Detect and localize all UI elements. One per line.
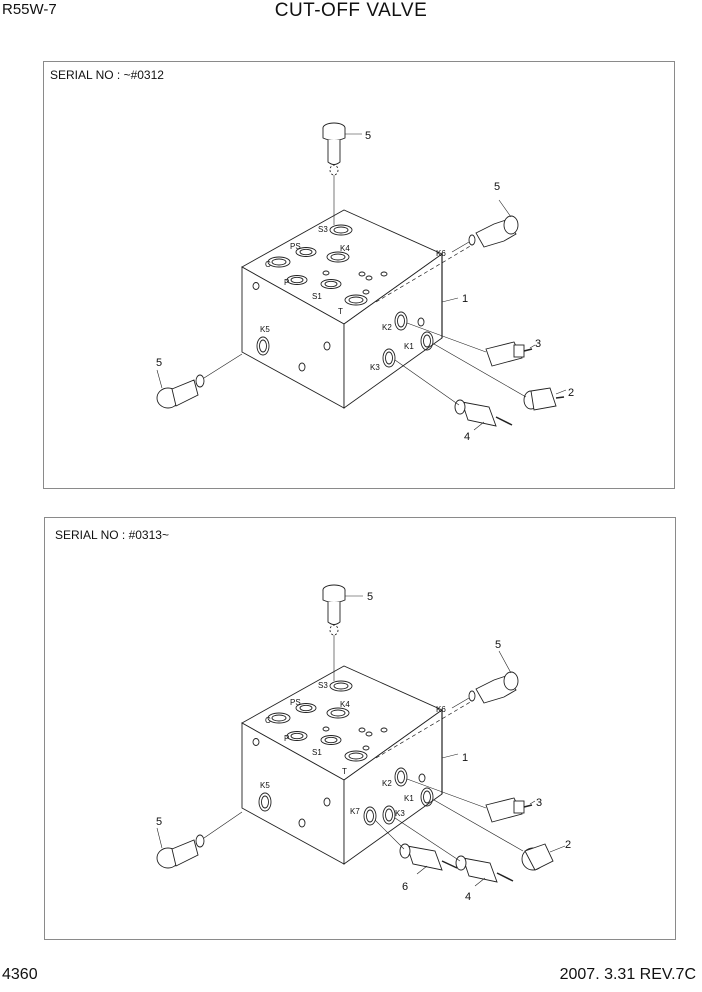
plug-top [322,122,362,225]
port-labels-top: S3 PS K4 C P S1 T K6 K5 K2 K1 K3 [260,225,446,372]
callout-5-top: 5 [365,130,371,142]
callout-5-left: 5 [156,357,162,369]
callout-5-right: 5 [495,639,501,651]
callout-1: 1 [462,752,468,764]
cartridge-3 [406,322,536,367]
callout-5-top: 5 [367,591,373,603]
right-face-ports [382,311,434,368]
serial-number-bottom: SERIAL NO : #0313~ [55,528,169,542]
left-face-ports [252,738,331,828]
callout-3: 3 [535,338,541,350]
port-k6: K6 [436,249,446,258]
port-k2: K2 [382,323,392,332]
port-p: P [284,278,289,287]
cut-off-valve-drawing-top: S3 PS K4 C P S1 T K6 K5 K2 K1 K3 5 5 5 1… [156,122,574,443]
date-revision: 2007. 3.31 REV.7C [559,966,696,983]
port-k3: K3 [370,363,380,372]
port-k5: K5 [260,781,270,790]
cut-off-valve-drawing-bottom: S3 PS K4 C P S1 T K6 K5 K2 K1 K3 K7 5 5 … [156,584,571,903]
port-c: C [265,716,271,725]
callout-3: 3 [536,797,542,809]
port-s3: S3 [318,225,328,234]
callout-2: 2 [568,387,574,399]
cartridge-4 [394,817,514,887]
port-k4: K4 [340,244,350,253]
valve-block [241,209,443,409]
callout-5-left: 5 [156,816,162,828]
cartridge-3 [406,778,536,823]
serial-number-top: SERIAL NO : ~#0312 [50,68,164,82]
top-face-ports [267,680,388,762]
port-c: C [265,260,271,269]
callout-1: 1 [462,293,468,305]
port-k2: K2 [382,779,392,788]
port-t: T [338,307,343,316]
callout-4: 4 [464,431,470,443]
callouts-top: 5 5 5 1 3 2 4 [156,130,574,443]
callouts-bottom: 5 5 5 1 3 2 4 6 [156,591,571,903]
diagram-panel-bottom: SERIAL NO : #0313~ [44,517,676,940]
cartridge-4 [394,359,513,431]
plug-right [451,199,519,253]
callout-6: 6 [402,881,408,893]
page-number: 4360 [2,966,38,983]
callout-2: 2 [565,839,571,851]
plug-right [451,650,519,709]
right-face-ports [363,767,434,826]
valve-block [241,665,443,865]
top-face-ports [267,224,388,306]
callout-5-right: 5 [494,181,500,193]
diagram-panel-top: SERIAL NO : ~#0312 [43,61,675,489]
plug-left [156,811,243,869]
port-s1: S1 [312,748,322,757]
port-k4: K4 [340,700,350,709]
port-k6: K6 [436,705,446,714]
port-p: P [284,734,289,743]
cartridge-2 [433,343,567,411]
port-k1: K1 [404,794,414,803]
port-k7: K7 [350,807,360,816]
port-s3: S3 [318,681,328,690]
model-code: R55W-7 [2,1,57,18]
port-s1: S1 [312,292,322,301]
port-ps: PS [290,698,301,707]
callout-4: 4 [465,891,471,903]
port-k3: K3 [395,809,405,818]
port-t: T [342,767,347,776]
plug-top [322,584,363,681]
plug-2 [433,799,566,871]
port-k5: K5 [260,325,270,334]
cartridge-6 [374,819,458,875]
left-face-ports [252,282,331,372]
page-title: CUT-OFF VALVE [274,0,428,21]
port-k1: K1 [404,342,414,351]
port-labels-bottom: S3 PS K4 C P S1 T K6 K5 K2 K1 K3 K7 [260,681,446,818]
plug-left [156,353,243,409]
port-ps: PS [290,242,301,251]
